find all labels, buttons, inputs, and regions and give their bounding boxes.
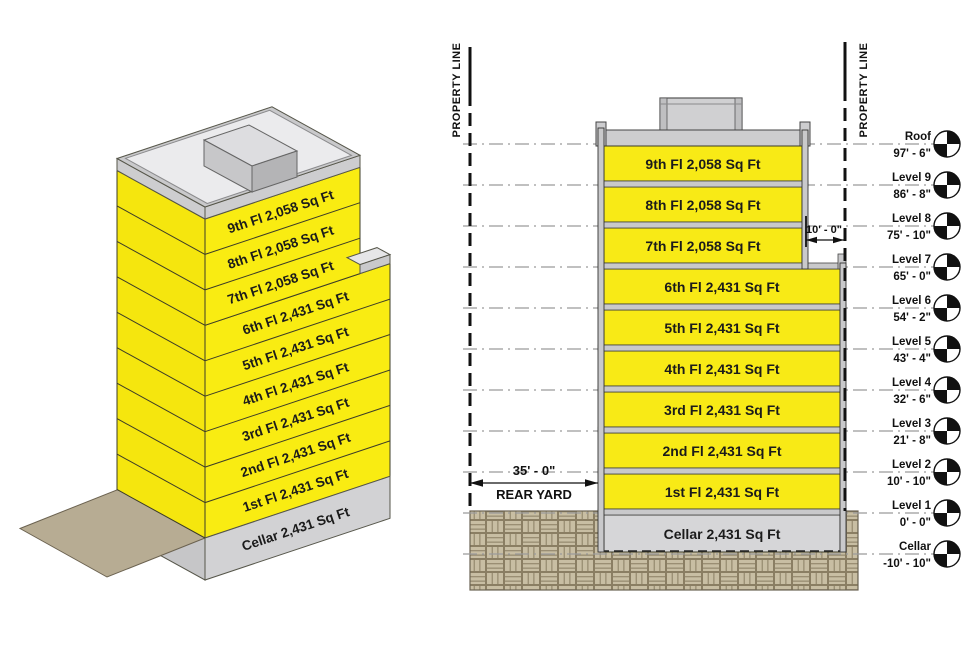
- level-elevation: 54' - 2": [893, 312, 931, 324]
- dim-arrow-left: [470, 479, 483, 487]
- setback-dim-value: 10' - 0": [806, 224, 842, 236]
- slab-l9: [597, 180, 809, 188]
- dim-arrow-right: [585, 479, 598, 487]
- elev-floor-label-2: 2nd Fl 2,431 Sq Ft: [662, 443, 781, 459]
- level-name: Level 7: [892, 254, 931, 266]
- elev-floor-label-5: 5th Fl 2,431 Sq Ft: [664, 320, 779, 336]
- elev-floor-label-3: 3rd Fl 2,431 Sq Ft: [664, 402, 780, 418]
- level-name: Level 4: [892, 377, 932, 389]
- setback-arrow-right: [833, 236, 844, 244]
- rear-yard-dim-value: 35' - 0": [513, 463, 556, 478]
- level-elevation: 10' - 10": [887, 476, 931, 488]
- setback-arrow-left: [806, 236, 817, 244]
- floor-band-1: [603, 473, 841, 510]
- level-marker-2: Level 2 10' - 10": [887, 458, 961, 488]
- level-marker-6: Level 6 54' - 2": [892, 294, 961, 324]
- level-name: Level 9: [892, 172, 931, 184]
- slab-l1: [597, 508, 847, 516]
- iso-bulkhead-right-face: [251, 150, 298, 193]
- level-marker-5: Level 5 43' - 4": [892, 335, 961, 365]
- iso-view: 9th Fl 2,058 Sq Ft 8th Fl 2,058 Sq Ft 7t…: [18, 106, 392, 581]
- iso-right-floor-lines: [204, 202, 391, 504]
- iso-setback-roof-band: [359, 253, 391, 275]
- level-marker-9: Level 9 86' - 8": [892, 171, 961, 201]
- level-marker-1: Level 1 0' - 0": [892, 499, 961, 529]
- elev-floor-label-cellar: Cellar 2,431 Sq Ft: [664, 526, 781, 542]
- slab-l2: [597, 467, 847, 475]
- level-marker-8: Level 8 75' - 10": [887, 212, 961, 242]
- elev-floor-label-8: 8th Fl 2,058 Sq Ft: [645, 197, 760, 213]
- slab-l6: [597, 303, 847, 311]
- elev-floor-label-6: 6th Fl 2,431 Sq Ft: [664, 279, 779, 295]
- slab-l5: [597, 344, 847, 352]
- iso-left-floor-lines: [116, 205, 206, 504]
- level-elevation: 43' - 4": [893, 353, 931, 365]
- level-markers: Roof 97' - 6" Level 9 86' - 8" Level 8 7…: [883, 130, 961, 570]
- level-elevation: 32' - 6": [893, 394, 931, 406]
- rear-yard-dim-label: REAR YARD: [496, 487, 572, 502]
- level-name: Roof: [905, 131, 931, 143]
- property-line-left-label: PROPERTY LINE: [451, 43, 463, 138]
- elev-floor-label-7: 7th Fl 2,058 Sq Ft: [645, 238, 760, 254]
- level-elevation: 97' - 6": [893, 148, 931, 160]
- level-marker-7: Level 7 65' - 0": [892, 253, 961, 283]
- property-line-right-label: PROPERTY LINE: [858, 43, 870, 138]
- setback-dimension: 10' - 0": [805, 216, 844, 247]
- level-name: Level 1: [892, 500, 932, 512]
- wall-left: [597, 127, 605, 553]
- level-marker-4: Level 4 32' - 6": [892, 376, 961, 406]
- level-marker-cellar: Cellar -10' - 10": [883, 540, 961, 570]
- iso-bulkhead: [202, 124, 299, 193]
- level-name: Cellar: [899, 541, 931, 553]
- level-elevation: 86' - 8": [893, 189, 931, 201]
- iso-left-facade: [116, 169, 206, 539]
- level-name: Level 5: [892, 336, 932, 348]
- wall-right-upper: [801, 129, 809, 270]
- floor-band-8: [603, 186, 803, 223]
- elev-floor-label-4: 4th Fl 2,431 Sq Ft: [664, 361, 779, 377]
- level-name: Level 6: [892, 295, 931, 307]
- floor-band-7: [603, 227, 803, 264]
- level-name: Level 8: [892, 213, 932, 225]
- floor-band-3: [603, 391, 841, 428]
- level-elevation: -10' - 10": [883, 558, 931, 570]
- slab-l3: [597, 426, 847, 434]
- level-elevation: 0' - 0": [900, 517, 931, 529]
- level-marker-3: Level 3 21' - 8": [892, 417, 961, 447]
- slab-l4: [597, 385, 847, 393]
- rear-yard-dimension: 35' - 0" REAR YARD: [470, 463, 598, 502]
- elev-floor-label-1: 1st Fl 2,431 Sq Ft: [665, 484, 780, 500]
- iso-cellar-band: [204, 475, 391, 581]
- elevation-bulkhead: [659, 97, 743, 133]
- slab-l8: [597, 221, 809, 229]
- level-name: Level 2: [892, 459, 931, 471]
- floor-band-2: [603, 432, 841, 469]
- bulkhead-right-wall: [734, 97, 743, 133]
- level-marker-roof: Roof 97' - 6": [893, 130, 961, 160]
- slab-l7: [597, 262, 847, 270]
- bulkhead-left-wall: [659, 97, 668, 133]
- level-name: Level 3: [892, 418, 931, 430]
- roof-slab: [597, 129, 809, 147]
- wall-right-lower: [839, 262, 847, 553]
- elevation-building: 9th Fl 2,058 Sq Ft 8th Fl 2,058 Sq Ft 7t…: [595, 97, 847, 553]
- cellar-band: [603, 514, 841, 553]
- level-elevation: 75' - 10": [887, 230, 931, 242]
- level-elevation: 65' - 0": [893, 271, 931, 283]
- level-elevation: 21' - 8": [893, 435, 931, 447]
- elev-floor-label-9: 9th Fl 2,058 Sq Ft: [645, 156, 760, 172]
